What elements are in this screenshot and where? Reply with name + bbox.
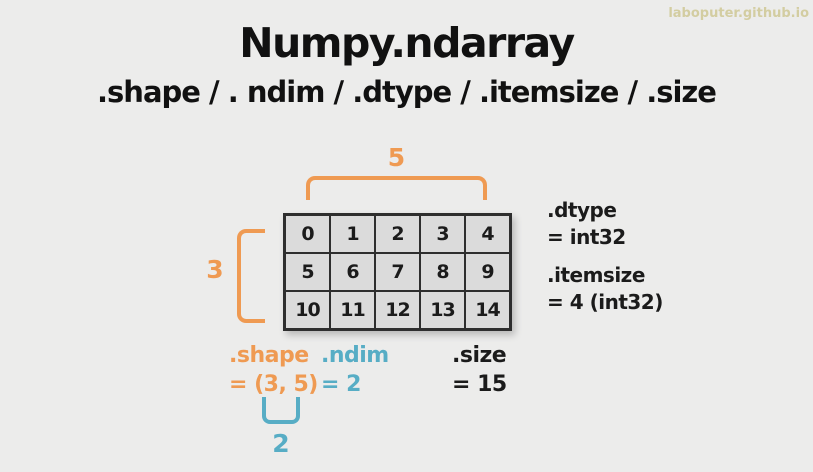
grid-cell: 1	[331, 216, 374, 252]
grid-cell: 5	[286, 254, 329, 290]
grid-cell: 3	[421, 216, 464, 252]
watermark-text: laboputer.github.io	[668, 6, 809, 21]
grid-cell: 12	[376, 292, 419, 328]
shape-value: = (3, 5)	[229, 372, 318, 397]
grid-cell: 0	[286, 216, 329, 252]
ndim-value: = 2	[321, 372, 361, 397]
grid-cell: 10	[286, 292, 329, 328]
tuple-length-label: 2	[272, 429, 290, 458]
itemsize-annotation: .itemsize = 4 (int32)	[547, 262, 663, 316]
size-value: = 15	[452, 372, 507, 397]
tuple-length-bracket	[262, 397, 300, 424]
size-annotation: .size = 15	[452, 341, 507, 399]
itemsize-label: .itemsize	[547, 263, 645, 287]
grid-cell: 11	[331, 292, 374, 328]
itemsize-value: = 4 (int32)	[547, 290, 663, 314]
grid-cell: 7	[376, 254, 419, 290]
grid-cell: 9	[466, 254, 509, 290]
grid-cell: 13	[421, 292, 464, 328]
shape-label: .shape	[229, 343, 309, 368]
shape-annotation: .shape = (3, 5)	[229, 341, 318, 399]
columns-bracket	[306, 176, 487, 200]
dtype-value: = int32	[547, 225, 626, 249]
ndim-annotation: .ndim = 2	[321, 341, 389, 399]
dtype-annotation: .dtype = int32	[547, 197, 626, 251]
rows-bracket	[237, 229, 265, 323]
grid-cell: 4	[466, 216, 509, 252]
grid-cell: 8	[421, 254, 464, 290]
rows-count-label: 3	[206, 255, 224, 284]
page-title: Numpy.ndarray	[239, 19, 575, 67]
grid-cell: 2	[376, 216, 419, 252]
dtype-label: .dtype	[547, 198, 617, 222]
columns-count-label: 5	[387, 143, 406, 172]
size-label: .size	[452, 343, 507, 368]
grid-cell: 6	[331, 254, 374, 290]
grid-cell: 14	[466, 292, 509, 328]
ndarray-grid: 0 1 2 3 4 5 6 7 8 9 10 11 12 13 14	[283, 213, 512, 331]
page-subtitle: .shape / . ndim / .dtype / .itemsize / .…	[97, 75, 717, 109]
ndim-label: .ndim	[321, 343, 389, 368]
